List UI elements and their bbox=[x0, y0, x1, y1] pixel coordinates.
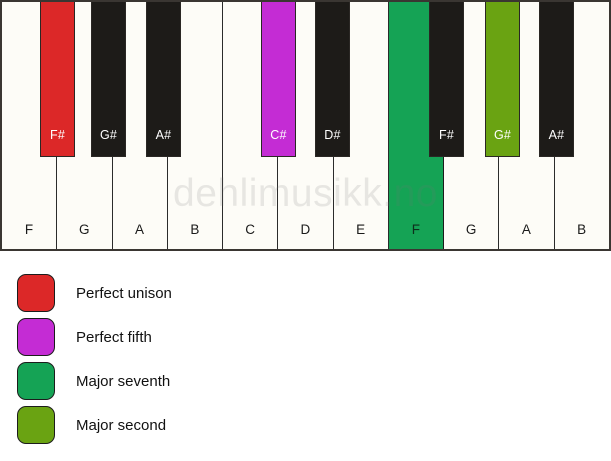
legend-item: Perfect fifth bbox=[17, 318, 152, 356]
black-key-label: G# bbox=[99, 128, 118, 142]
white-key-label: F bbox=[24, 222, 34, 237]
legend-label: Perfect fifth bbox=[76, 328, 152, 346]
legend-item: Perfect unison bbox=[17, 274, 172, 312]
white-key-label: G bbox=[79, 222, 90, 237]
legend-swatch bbox=[17, 318, 55, 356]
black-key-label: F# bbox=[439, 128, 454, 142]
legend-swatch bbox=[17, 406, 55, 444]
white-key-label: E bbox=[356, 222, 366, 237]
legend-item: Major second bbox=[17, 406, 166, 444]
black-key-asharp-2[interactable]: A# bbox=[146, 2, 181, 157]
black-key-dsharp-4[interactable]: D# bbox=[315, 2, 350, 157]
black-key-label: A# bbox=[548, 128, 565, 142]
black-key-label: D# bbox=[324, 128, 341, 142]
legend-swatch bbox=[17, 274, 55, 312]
white-key-label: F bbox=[411, 222, 421, 237]
black-key-csharp-3[interactable]: C# bbox=[261, 2, 296, 157]
legend-label: Major second bbox=[76, 416, 167, 434]
black-key-label: C# bbox=[270, 128, 287, 142]
black-key-gsharp-6[interactable]: G# bbox=[485, 2, 520, 157]
white-key-label: B bbox=[577, 222, 587, 237]
white-key-label: A bbox=[521, 222, 532, 237]
black-key-gsharp-1[interactable]: G# bbox=[91, 2, 126, 157]
black-key-fsharp-5[interactable]: F# bbox=[429, 2, 464, 157]
white-key-label: A bbox=[135, 222, 145, 237]
white-key-label: B bbox=[190, 222, 200, 237]
black-key-label: A# bbox=[155, 128, 172, 142]
white-key-label: G bbox=[465, 222, 477, 237]
black-key-asharp-7[interactable]: A# bbox=[539, 2, 574, 157]
white-key-label: D bbox=[300, 222, 311, 237]
black-key-label: G# bbox=[493, 128, 512, 142]
legend-label: Perfect unison bbox=[76, 284, 172, 302]
black-key-label: F# bbox=[50, 128, 65, 142]
black-key-fsharp-0[interactable]: F# bbox=[40, 2, 75, 157]
legend-swatch bbox=[17, 362, 55, 400]
black-key-row: F# G# A# C# D# F# G# A# bbox=[2, 2, 609, 249]
white-key-label: C bbox=[245, 222, 256, 237]
legend-label: Major seventh bbox=[76, 372, 171, 390]
legend-item: Major seventh bbox=[17, 362, 170, 400]
